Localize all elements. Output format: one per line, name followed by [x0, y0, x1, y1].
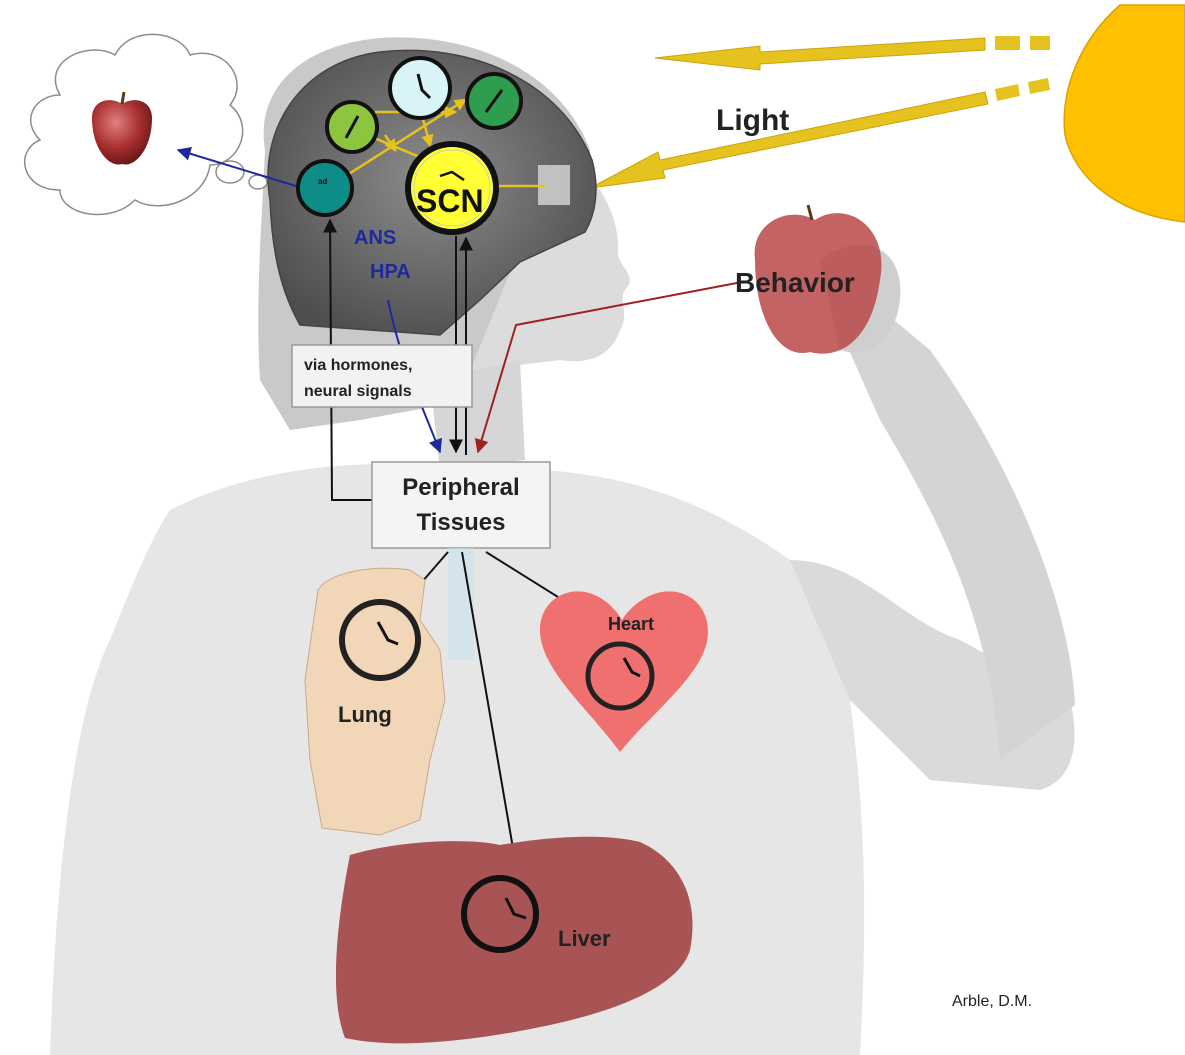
clock-icon-left: ad [298, 161, 352, 215]
peripheral-line2: Tissues [417, 509, 506, 536]
behavior-label: Behavior [735, 267, 855, 298]
heart-label: Heart [608, 614, 654, 634]
clock-icon-upper-right [467, 74, 521, 128]
sun-group [1064, 5, 1185, 222]
peripheral-line1: Peripheral [402, 474, 519, 501]
peripheral-tissues-box: Peripheral Tissues [372, 462, 550, 548]
ans-label: ANS [354, 227, 396, 249]
svg-text:ad: ad [318, 177, 327, 186]
thought-cloud [25, 34, 267, 214]
credit-text: Arble, D.M. [952, 993, 1032, 1010]
clock-icon-upper-left [327, 102, 377, 152]
light-rays [590, 36, 1050, 188]
liver-label: Liver [558, 926, 611, 951]
light-label: Light [716, 104, 789, 137]
via-line1: via hormones, [304, 357, 412, 374]
hpa-label: HPA [370, 261, 411, 283]
sun-shape [1064, 5, 1185, 222]
lung-label: Lung [338, 702, 392, 727]
via-box: via hormones, neural signals [292, 345, 472, 407]
clock-icon-top [390, 58, 450, 118]
scn-label: SCN [416, 183, 484, 219]
via-line2: neural signals [304, 383, 412, 400]
